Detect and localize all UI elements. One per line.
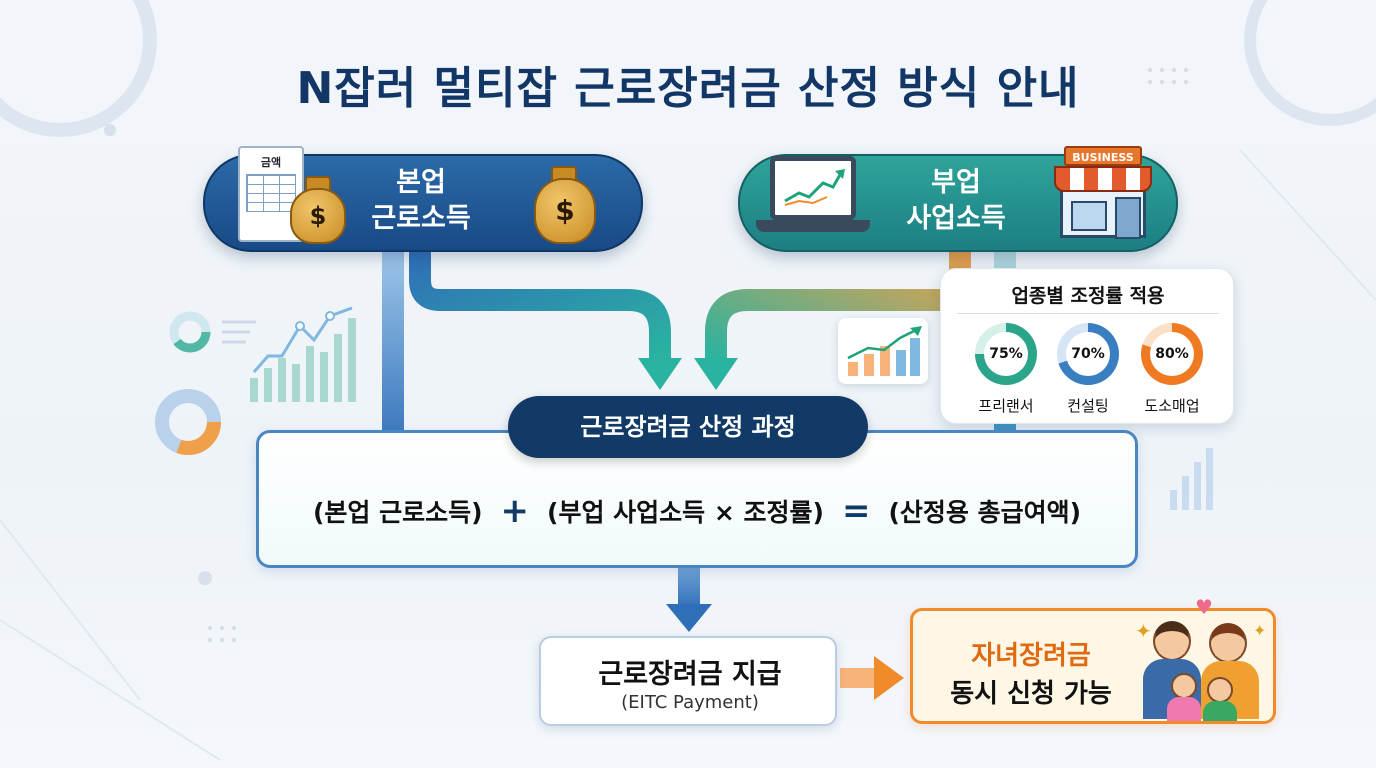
side-income-line2: 사업소득 bbox=[906, 203, 1006, 234]
payslip-label: 금액 bbox=[260, 156, 282, 169]
rate-label: 컨설팅 bbox=[1067, 397, 1109, 415]
rate-item-retail: 80% 도소매업 bbox=[1127, 323, 1217, 416]
laptop-chart-icon bbox=[770, 156, 856, 220]
child-incentive-box: 자녀장려금 동시 신청 가능 ✦ ✦ ♥ bbox=[910, 595, 1276, 724]
side-income-line1: 부업 bbox=[931, 167, 981, 198]
main-income-line2: 근로소득 bbox=[371, 203, 471, 234]
heart-icon: ♥ bbox=[1195, 595, 1213, 619]
business-sign: BUSINESS bbox=[1064, 146, 1142, 166]
calculation-formula: (본업 근로소득) + (부업 사업소득 × 조정률) = (산정용 총급여액) bbox=[256, 486, 1138, 536]
adjustment-rate-title: 업종별 조정률 적용 bbox=[1011, 285, 1165, 307]
rate-percent: 80% bbox=[1150, 332, 1194, 376]
money-bag-icon: $ bbox=[290, 188, 346, 244]
formula-side-income: (부업 사업소득 × 조정률) bbox=[547, 498, 824, 527]
sparkle-icon: ✦ bbox=[1253, 621, 1267, 640]
rate-percent: 70% bbox=[1066, 332, 1110, 376]
child-incentive-subtitle: 동시 신청 가능 bbox=[950, 679, 1112, 709]
sparkle-icon: ✦ bbox=[1135, 619, 1152, 643]
main-income-line1: 본업 bbox=[396, 167, 446, 198]
rate-item-freelancer: 75% 프리랜서 bbox=[961, 323, 1051, 416]
laptop-base bbox=[756, 220, 870, 232]
rate-label: 도소매업 bbox=[1144, 397, 1200, 415]
rate-ring: 70% bbox=[1057, 323, 1119, 385]
money-bag-icon: $ bbox=[534, 178, 596, 244]
child-incentive-title: 자녀장려금 bbox=[971, 641, 1091, 671]
page-title: N잡러 멀티잡 근로장려금 산정 방식 안내 bbox=[296, 63, 1080, 114]
calculation-title: 근로장려금 산정 과정 bbox=[508, 396, 868, 458]
rate-label: 프리랜서 bbox=[978, 397, 1034, 415]
adjustment-rate-card: 업종별 조정률 적용 75% 프리랜서 70% 컨설팅 80% 도소매업 bbox=[940, 268, 1234, 424]
rate-item-consulting: 70% 컨설팅 bbox=[1043, 323, 1133, 416]
plus-sign: + bbox=[500, 491, 530, 531]
divider bbox=[957, 313, 1219, 314]
payment-title: 근로장려금 지급 bbox=[598, 659, 782, 690]
payment-box: 근로장려금 지급 (EITC Payment) bbox=[539, 636, 837, 726]
family-illustration-icon bbox=[1143, 621, 1263, 721]
payslip-grid bbox=[246, 174, 296, 212]
rate-percent: 75% bbox=[984, 332, 1028, 376]
growth-chart-icon bbox=[838, 318, 928, 384]
formula-result: (산정용 총급여액) bbox=[888, 498, 1082, 527]
payment-subtitle: (EITC Payment) bbox=[621, 692, 759, 713]
rate-ring: 80% bbox=[1141, 323, 1203, 385]
equals-sign: = bbox=[841, 491, 871, 531]
shop-awning bbox=[1054, 166, 1152, 192]
rate-ring: 75% bbox=[975, 323, 1037, 385]
formula-main-income: (본업 근로소득) bbox=[312, 498, 483, 527]
